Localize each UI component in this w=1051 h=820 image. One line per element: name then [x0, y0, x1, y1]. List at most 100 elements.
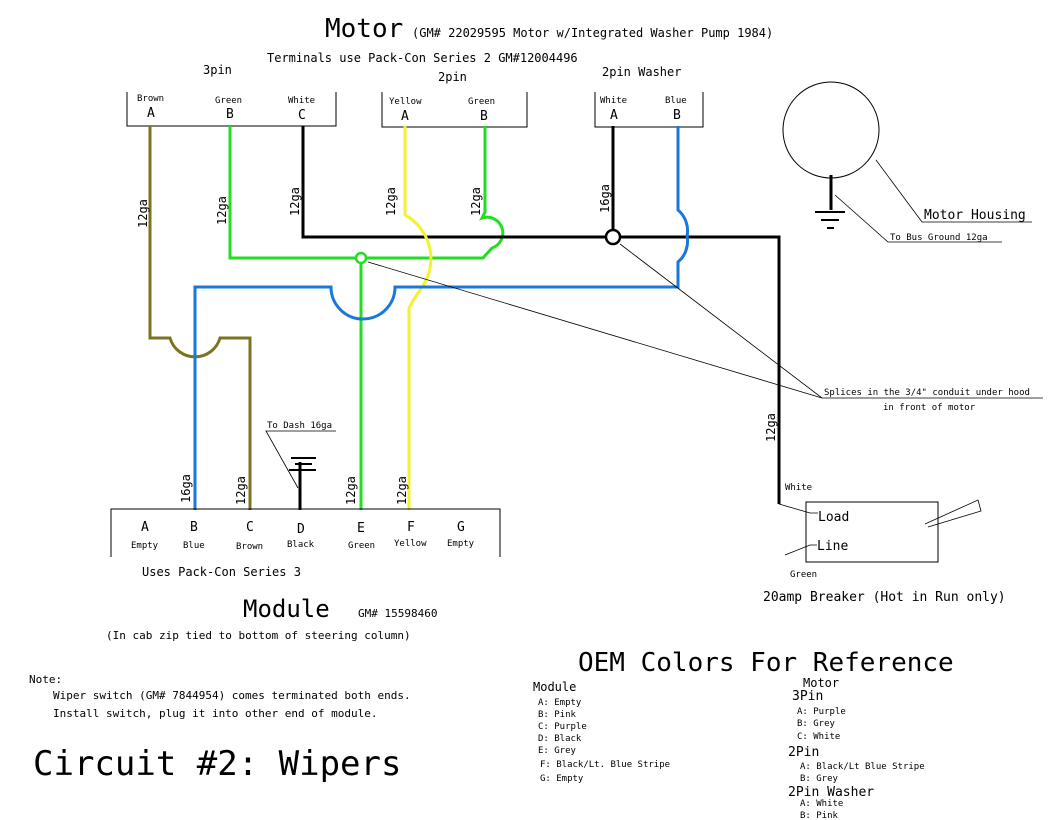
- terminal-icon: [289, 457, 316, 471]
- gauge-label: 16ga: [179, 474, 193, 503]
- oem-motor-item: B: Grey: [797, 719, 836, 729]
- motor-title: Motor: [325, 14, 403, 44]
- splice-black: [604, 228, 622, 246]
- oem-module-item: D: Black: [538, 734, 582, 744]
- connector-3pin-label: 3pin: [203, 63, 232, 77]
- oem-group-heading: 2Pin Washer: [788, 785, 874, 800]
- breaker-load-wire-color: White: [785, 483, 812, 493]
- module-pin-letter: G: [457, 520, 465, 535]
- oem-motor-item: A: Black/Lt Blue Stripe: [800, 762, 925, 772]
- oem-title: OEM Colors For Reference: [578, 648, 954, 678]
- oem-group-heading: 2Pin: [788, 745, 819, 760]
- connector-3pin: Brown A Green B White C: [126, 92, 337, 127]
- oem-motor-item: C: White: [797, 732, 840, 742]
- module-series-note: Uses Pack-Con Series 3: [142, 565, 301, 579]
- module-location: (In cab zip tied to bottom of steering c…: [106, 629, 411, 642]
- splice-note-line2: in front of motor: [883, 403, 976, 413]
- pin-color-label: White: [288, 96, 315, 106]
- gauge-label: 12ga: [395, 476, 409, 505]
- circuit-title: Circuit #2: Wipers: [33, 744, 401, 784]
- wire-brown: [148, 126, 252, 510]
- oem-module-item: B: Pink: [538, 710, 577, 720]
- oem-module-item: E: Grey: [538, 746, 577, 756]
- oem-module-item: A: Empty: [538, 698, 582, 708]
- module-connector: A B C D E F G Empty Blue Brown Black Gre…: [110, 508, 501, 579]
- wire-black: [301, 126, 781, 504]
- pin-letter: C: [298, 108, 306, 123]
- pin-color-label: Green: [468, 97, 495, 107]
- oem-motor-item: B: Pink: [800, 811, 839, 820]
- connector-2pin: Yellow A Green B: [381, 92, 528, 128]
- breaker-line-label: Line: [817, 539, 848, 554]
- oem-motor-item: B: Grey: [800, 774, 839, 784]
- module-part-number: GM# 15598460: [358, 607, 437, 620]
- wire-blue: [193, 126, 690, 510]
- dash-label: To Dash 16ga: [267, 421, 332, 431]
- breaker-box: [805, 501, 939, 563]
- gauge-label: 12ga: [234, 476, 248, 505]
- motor-housing: Motor Housing To Bus Ground 12ga: [782, 81, 1032, 243]
- oem-motor-item: A: White: [800, 799, 843, 809]
- motor-housing-circle: [782, 81, 880, 179]
- module-title: Module: [243, 595, 330, 623]
- pin-color-label: Brown: [137, 94, 164, 104]
- module-pin-color: Green: [348, 541, 375, 551]
- pin-letter: A: [401, 109, 409, 124]
- pin-letter: B: [226, 107, 234, 122]
- module-pin-letter: C: [246, 520, 254, 535]
- module-pin-letter: A: [141, 520, 149, 535]
- breaker-load-label: Load: [818, 510, 849, 525]
- pin-letter: B: [480, 109, 488, 124]
- oem-group-heading: 3Pin: [792, 689, 823, 704]
- breaker-reset-lever-icon: [924, 499, 982, 528]
- motor-housing-label: Motor Housing: [924, 208, 1026, 223]
- gauge-label: 12ga: [215, 196, 229, 225]
- note-line1: Wiper switch (GM# 7844954) comes termina…: [53, 689, 411, 702]
- module-pin-color: Black: [287, 540, 315, 550]
- module-pin-color: Blue: [183, 541, 205, 551]
- pin-letter: A: [610, 108, 618, 123]
- pin-color-label: Yellow: [389, 97, 422, 107]
- motor-subtitle: (GM# 22029595 Motor w/Integrated Washer …: [412, 26, 773, 40]
- gauge-label: 12ga: [764, 413, 778, 442]
- oem-module-list: A: Empty B: Pink C: Purple D: Black E: G…: [538, 698, 670, 784]
- splice-callout: Splices in the 3/4" conduit under hood i…: [367, 243, 1043, 413]
- gauge-label: 12ga: [384, 187, 398, 216]
- module-pin-letter: D: [297, 522, 305, 537]
- ground-icon: [815, 211, 845, 229]
- pin-color-label: Green: [215, 96, 242, 106]
- ground-label: To Bus Ground 12ga: [890, 233, 988, 243]
- module-pin-letter: E: [357, 521, 365, 536]
- oem-module-item: C: Purple: [538, 722, 587, 732]
- note-heading: Note:: [29, 673, 62, 686]
- wire-green-2pin: [365, 126, 505, 260]
- gauge-label: 12ga: [288, 187, 302, 216]
- dash-feed: To Dash 16ga: [265, 421, 336, 510]
- oem-motor-item: A: Purple: [797, 707, 846, 717]
- note-line2: Install switch, plug it into other end o…: [53, 707, 378, 720]
- module-pin-color: Empty: [447, 539, 475, 549]
- connector-2pin-washer: White A Blue B: [594, 92, 704, 128]
- oem-module-item: F: Black/Lt. Blue Stripe: [540, 760, 670, 770]
- pin-color-label: Blue: [665, 96, 687, 106]
- module-pin-color: Yellow: [394, 539, 427, 549]
- breaker-caption: 20amp Breaker (Hot in Run only): [763, 590, 1006, 605]
- oem-module-item: G: Empty: [540, 774, 584, 784]
- terminals-note: Terminals use Pack-Con Series 2 GM#12004…: [267, 51, 578, 65]
- oem-module-heading: Module: [533, 680, 576, 694]
- gauge-label: 12ga: [469, 187, 483, 216]
- breaker: White Load Line Green 20amp Breaker (Hot…: [763, 483, 1006, 605]
- splice-green: [354, 251, 368, 265]
- pin-color-label: White: [600, 96, 627, 106]
- connector-washer-label: 2pin Washer: [602, 65, 681, 79]
- module-pin-letter: B: [190, 520, 198, 535]
- module-pin-color: Brown: [236, 542, 263, 552]
- gauge-label: 12ga: [136, 199, 150, 228]
- splice-note-line1: Splices in the 3/4" conduit under hood: [824, 388, 1030, 398]
- gauge-label: 16ga: [598, 184, 612, 213]
- module-pin-letter: F: [407, 520, 415, 535]
- gauge-label: 12ga: [344, 476, 358, 505]
- pin-letter: A: [147, 106, 155, 121]
- pin-letter: B: [673, 108, 681, 123]
